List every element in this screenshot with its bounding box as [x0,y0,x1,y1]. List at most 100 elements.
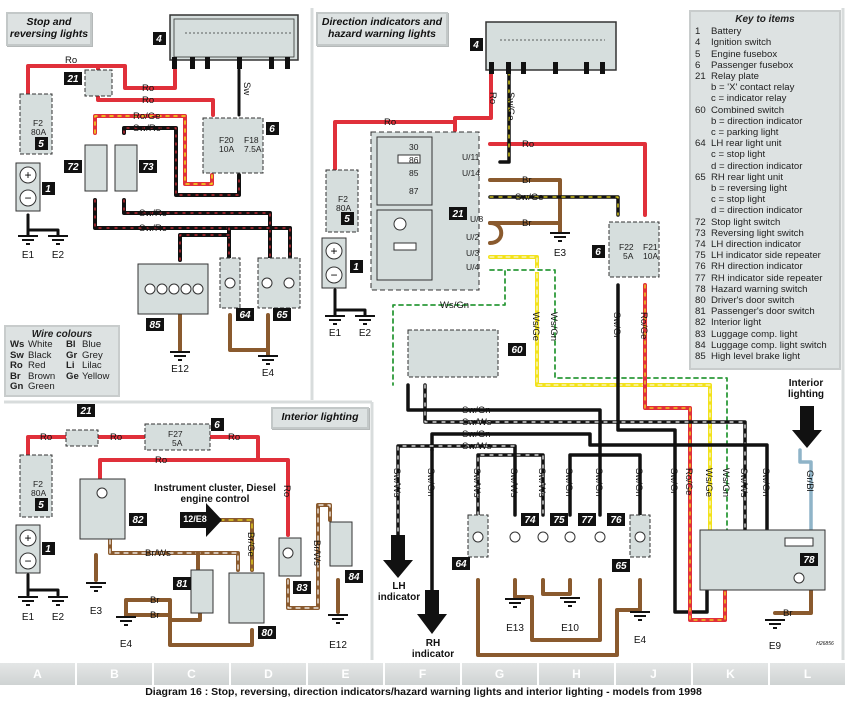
wire-colour-name: Green [28,381,55,392]
key-item: 4 Ignition switch [691,37,839,48]
key-item-label: High level brake light [711,351,801,363]
wire-label: Ro [487,92,498,104]
wire-code: Li [66,360,75,371]
wire-label: Br/Ws [145,548,171,559]
combined-switch-60 [407,329,499,378]
wire-label: Gr/Bl [804,470,815,492]
indicator-wiring [396,383,813,657]
passenger-fusebox-6-stop [202,117,264,174]
key-item-number: 73 [695,227,706,239]
svg-text:64: 64 [239,310,251,321]
svg-text:82: 82 [132,515,144,526]
svg-text:21: 21 [451,209,464,220]
key-item-number: 65 [695,171,706,183]
key-item-label: LH direction indicator [711,239,802,251]
drawing-id: H26856 [816,641,834,647]
svg-text:76: 76 [610,515,622,526]
wire-colour-name: Black [28,349,52,361]
wire-label: Sw/Gn [462,405,491,416]
key-item-label: c = parking light [711,127,779,139]
terminal-label: 85 [409,168,419,178]
fuse-f18-label: F18 [244,135,259,145]
wire-colour-name: Brown [28,370,56,382]
key-item: b = reversing light [691,183,839,194]
ignition-switch-stop [169,14,299,69]
svg-text:80: 80 [261,628,273,639]
svg-text:1: 1 [45,184,51,195]
arrow-instrument-cluster [180,503,222,537]
key-item-label: Luggage comp. light [711,328,798,340]
wire-label: Sw/Ge [515,192,544,203]
ground-labels: E1 E2 E12 E4 E1 E2 E3 E13 E10 E4 E9 E1 E… [22,248,782,652]
wire-code: Ro [10,360,23,371]
wire-label: Sw/Gn [760,468,771,497]
wire-code: Gn [10,381,24,392]
wire-label: Br [783,608,793,619]
wire-label: Sw/Ws [536,468,547,498]
key-item-label: Ignition switch [711,37,772,49]
terminal-label: U/8 [470,214,484,224]
wire-label: Br/Ge [245,532,256,557]
key-item-label: Luggage comp. light switch [711,339,827,351]
relay-plate-21-stop [84,69,113,97]
ground-e1: E1 [22,250,35,261]
key-item: 84 Luggage comp. light switch [691,340,839,351]
panel-title-direction: Direction indicators and hazard warning … [316,12,448,46]
wire-colour-name: Yellow [82,370,110,382]
key-item-number: 77 [695,272,706,284]
fuse-f27-rating: 5A [172,438,183,448]
key-item-number: 85 [695,351,706,363]
wire-colour-name: Blue [82,339,102,350]
grid-column-j: J [616,663,693,685]
fuse-f22-label: F22 [619,242,634,252]
key-item-number: 80 [695,295,706,307]
fuse-f2-rating: 80A [336,203,351,213]
grid-column-f: F [385,663,462,685]
key-item-label: Interior light [711,317,762,329]
fuse-f2-rating: 80A [31,127,46,137]
direction-wiring [333,70,729,622]
grid-column-c: C [154,663,231,685]
svg-text:21: 21 [66,74,79,85]
key-item-number: 84 [695,339,706,351]
ground-e2-dir: E2 [359,328,372,339]
svg-text:77: 77 [581,515,593,526]
key-item: d = direction indicator [691,161,839,172]
terminal-label: U/3 [466,248,480,258]
key-item-label: b = reversing light [711,183,787,195]
key-item-label: Passenger fusebox [711,59,794,71]
indicator-bulbs [467,514,651,558]
key-title: Key to items [735,14,795,25]
ground-e2: E2 [52,250,65,261]
svg-text:72: 72 [67,162,79,173]
x-contact-relay-b [376,136,433,206]
key-item-label: Combined switch [711,104,785,116]
wire-label: Ro/Ge [638,312,649,339]
fuse-f20-rating: 10A [219,144,234,154]
svg-text:5: 5 [38,139,44,150]
wire-labels: Ro Ro Ro Ro/Ge Sw/Ro Sw/Ro Sw/Ro Sw Ro R… [40,55,815,621]
key-item-number: 5 [695,48,701,60]
passenger-fusebox-6-int [144,423,211,451]
key-item: c = stop light [691,149,839,160]
key-item-label: Battery [711,26,742,38]
key-item-label: Relay plate [711,71,759,83]
grid-column-b: B [77,663,154,685]
luggage-comp-switch-84 [329,521,353,567]
wire-label: Sw/Ro [133,123,161,134]
wire-label: Sw/Ro [139,208,167,219]
key-item-number: 4 [695,37,701,49]
key-item-number: 60 [695,104,706,116]
key-item-label: RH indicator side repeater [711,272,823,284]
fuse-f27-label: F27 [168,429,183,439]
svg-text:4: 4 [472,40,479,51]
terminal-label: U/11 [462,152,480,162]
